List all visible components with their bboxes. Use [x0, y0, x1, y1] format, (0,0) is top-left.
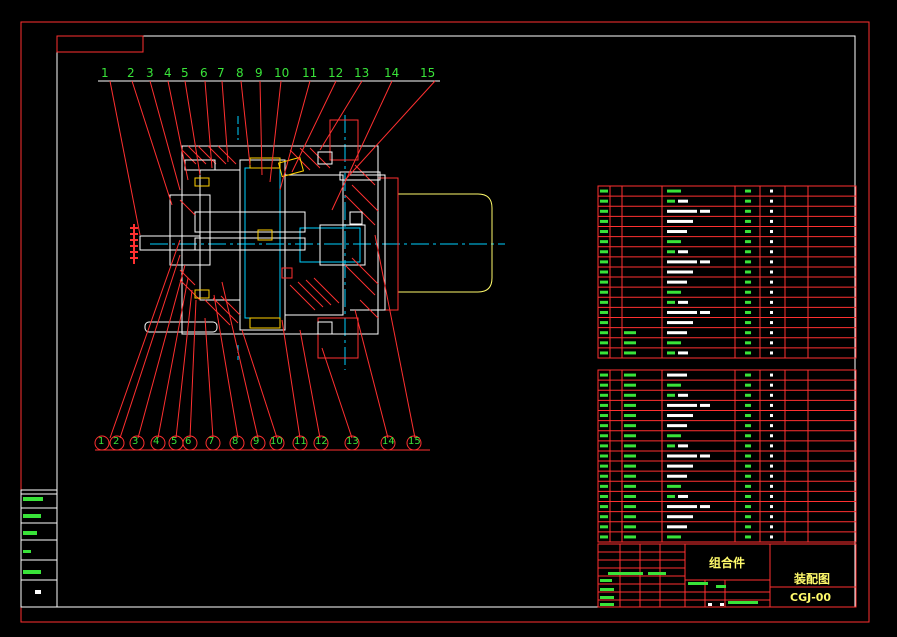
- inner-frame: [56, 35, 856, 608]
- corner-tab: [56, 35, 144, 53]
- bottom-callout-3: 3: [132, 436, 139, 447]
- bottom-callout-11: 11: [294, 436, 307, 447]
- top-callout-3: 3: [146, 66, 154, 80]
- bottom-callout-8: 8: [232, 436, 239, 447]
- bottom-bolt: [144, 321, 218, 333]
- input-shaft: [139, 235, 201, 251]
- bottom-callout-13: 13: [346, 436, 359, 447]
- top-callout-6: 6: [200, 66, 208, 80]
- drawing-name: 装配图: [794, 572, 831, 586]
- housing-outline: [181, 145, 379, 335]
- top-callout-15: 15: [420, 66, 436, 80]
- top-leaders: [98, 80, 440, 236]
- top-callout-13: 13: [354, 66, 370, 80]
- bottom-callout-10: 10: [270, 436, 283, 447]
- bottom-callout-7: 7: [208, 436, 215, 447]
- top-callout-8: 8: [236, 66, 244, 80]
- top-callout-11: 11: [302, 66, 318, 80]
- drawing-number: CGJ-00: [790, 591, 832, 604]
- handwheel: [130, 224, 138, 264]
- top-callout-12: 12: [328, 66, 344, 80]
- top-callout-10: 10: [274, 66, 290, 80]
- bottom-callout-15: 15: [408, 436, 421, 447]
- top-callout-7: 7: [217, 66, 225, 80]
- bottom-callout-2: 2: [113, 436, 120, 447]
- title-block-fills: [600, 572, 758, 606]
- right-bolt: [339, 171, 381, 181]
- top-callout-2: 2: [127, 66, 135, 80]
- subassembly-title: 组合件: [709, 556, 746, 570]
- parts-list-upper: [597, 185, 857, 359]
- bottom-callout-14: 14: [382, 436, 395, 447]
- parts-list-upper-rows: [598, 189, 856, 355]
- bottom-callout-4: 4: [153, 436, 160, 447]
- parts-list-lower: [597, 369, 857, 543]
- top-callout-4: 4: [164, 66, 172, 80]
- bottom-callout-9: 9: [253, 436, 260, 447]
- bottom-callout-circles: [94, 435, 422, 451]
- title-block: [597, 543, 857, 608]
- top-callout-1: 1: [101, 66, 109, 80]
- top-callout-5: 5: [181, 66, 189, 80]
- bottom-callout-6: 6: [185, 436, 192, 447]
- top-callout-9: 9: [255, 66, 263, 80]
- bottom-leaders: [95, 234, 430, 451]
- outer-frame: [20, 21, 870, 623]
- top-bolt: [184, 159, 216, 171]
- assembly-section-view: [130, 115, 505, 370]
- top-callout-14: 14: [384, 66, 400, 80]
- parts-list-lower-rows: [598, 373, 856, 539]
- bottom-callout-5: 5: [171, 436, 178, 447]
- motor-housing: [397, 193, 493, 293]
- bottom-callout-12: 12: [315, 436, 328, 447]
- bottom-callout-1: 1: [98, 436, 105, 447]
- left-stamp-block: [20, 489, 58, 608]
